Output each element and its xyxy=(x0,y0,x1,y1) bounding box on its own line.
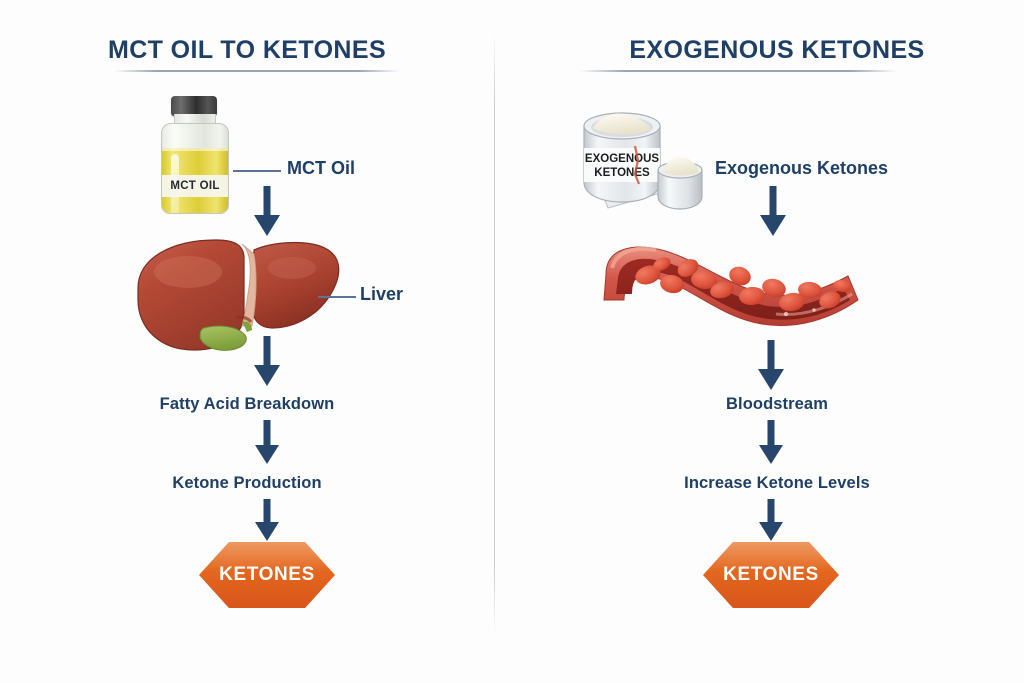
arrow-bloodstream-to-increase-levels xyxy=(758,420,784,466)
step-ketone-production: Ketone Production xyxy=(172,474,322,492)
panel-title-exogenous-ketones: EXOGENOUS KETONES xyxy=(629,36,925,64)
exogenous-ketones-tub-illustration: EXOGENOUS KETONES xyxy=(574,104,703,210)
ketones-badge-label: KETONES xyxy=(219,564,315,585)
svg-text:EXOGENOUS: EXOGENOUS xyxy=(585,153,659,165)
arrow-liver-to-fatty-acid xyxy=(252,336,282,388)
hexagon-shape xyxy=(199,542,335,608)
blood-vessel-illustration xyxy=(600,238,862,338)
liver-callout-label: Liver xyxy=(360,284,404,304)
bottle-body: MCT OIL xyxy=(161,123,229,214)
arrow-increase-levels-to-badge xyxy=(758,499,784,543)
mct-oil-bottle-illustration: MCT OIL xyxy=(157,96,231,214)
mct-oil-callout-label: MCT Oil xyxy=(287,158,355,178)
ketones-badge-label: KETONES xyxy=(723,564,819,585)
hexagon-shape xyxy=(703,542,839,608)
title-underline-right xyxy=(578,70,898,72)
step-bloodstream: Bloodstream xyxy=(726,395,828,413)
liver-callout-line xyxy=(318,296,356,298)
arrow-ketone-production-to-badge xyxy=(254,499,280,543)
panel-divider xyxy=(494,30,495,640)
bottle-label-text: MCT OIL xyxy=(162,175,228,197)
ketones-badge-right: KETONES xyxy=(703,542,839,608)
liver-illustration xyxy=(132,236,364,360)
arrow-bloodvessel-to-bloodstream xyxy=(756,340,786,392)
exogenous-ketones-callout-label: Exogenous Ketones xyxy=(715,158,889,178)
bottle-oil-surface xyxy=(162,148,228,151)
bottle-cap xyxy=(171,96,217,116)
mct-oil-callout-line xyxy=(233,170,281,172)
arrow-tub-to-bloodvessel xyxy=(758,186,788,238)
panel-mct-oil-to-ketones: MCT OIL TO KETONES MCT OIL MCT Oil xyxy=(0,0,494,683)
step-increase-ketone-levels: Increase Ketone Levels xyxy=(684,474,870,492)
arrow-fatty-acid-to-ketone-production xyxy=(254,420,280,466)
panel-title-mct-oil: MCT OIL TO KETONES xyxy=(107,36,387,64)
title-underline-left xyxy=(113,70,401,72)
step-fatty-acid-breakdown: Fatty Acid Breakdown xyxy=(159,395,335,413)
arrow-bottle-to-liver xyxy=(252,186,282,238)
svg-text:KETONES: KETONES xyxy=(594,167,650,179)
panel-exogenous-ketones: EXOGENOUS KETONES xyxy=(530,0,1024,683)
ketones-badge-left: KETONES xyxy=(199,542,335,608)
